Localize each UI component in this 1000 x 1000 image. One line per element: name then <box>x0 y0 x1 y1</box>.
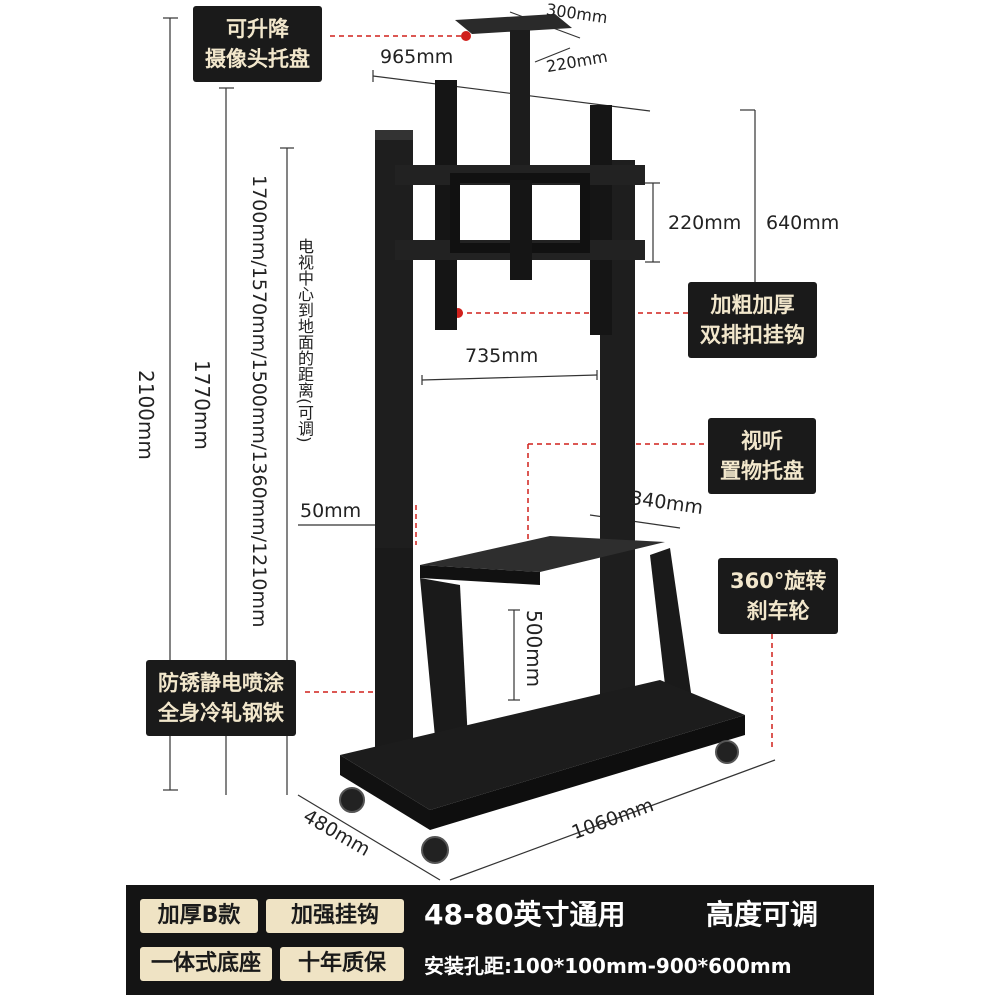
model-badge: 加厚B款 <box>140 899 258 933</box>
warranty-feature: 十年质保 <box>280 947 404 981</box>
feature-bar: 加厚B款 加强挂钩 一体式底座 十年质保 48-80英寸通用 高度可调 安装孔距… <box>126 885 874 995</box>
mount-height-dim: 640mm <box>766 212 840 234</box>
vesa-feature: 安装孔距:100*100mm-900*600mm <box>424 954 792 978</box>
callout-line: 视听 <box>741 429 783 453</box>
callout-line: 加粗加厚 <box>710 293 795 317</box>
height-feature: 高度可调 <box>706 898 819 931</box>
callout-line: 全身冷轧钢铁 <box>158 701 284 725</box>
steel-callout: 防锈静电喷涂 全身冷轧钢铁 <box>146 660 296 736</box>
pillar-height-dim: 1770mm <box>190 360 214 450</box>
callout-line: 防锈静电喷涂 <box>158 671 284 695</box>
center-heights-dim: 1700mm/1570mm/1500mm/1360mm/1210mm <box>248 175 270 628</box>
wheels-callout: 360°旋转 刹车轮 <box>718 558 839 634</box>
center-note: 电视中心到地面的距离(可调) <box>295 238 314 443</box>
callout-line: 360°旋转 <box>730 569 827 593</box>
base-feature: 一体式底座 <box>140 947 272 981</box>
callout-line: 可升降 <box>226 17 289 41</box>
mount-width-dim: 965mm <box>380 46 454 68</box>
size-feature: 48-80英寸通用 <box>424 898 626 931</box>
hooks-callout: 加粗加厚 双排扣挂钩 <box>688 282 817 358</box>
camera-tray-callout: 可升降 摄像头托盘 <box>193 6 322 82</box>
callout-line: 双排扣挂钩 <box>700 323 805 347</box>
callout-line: 置物托盘 <box>720 459 804 483</box>
shelf-height-dim: 500mm <box>522 610 546 688</box>
bracket-height-dim: 220mm <box>668 212 742 234</box>
column-width-dim: 50mm <box>300 500 362 522</box>
av-tray-callout: 视听 置物托盘 <box>708 418 816 494</box>
callout-line: 摄像头托盘 <box>205 47 310 71</box>
total-height-dim: 2100mm <box>134 370 158 460</box>
shelf-width-dim: 735mm <box>465 345 539 367</box>
callout-line: 刹车轮 <box>746 599 810 623</box>
hooks-feature: 加强挂钩 <box>266 899 404 933</box>
